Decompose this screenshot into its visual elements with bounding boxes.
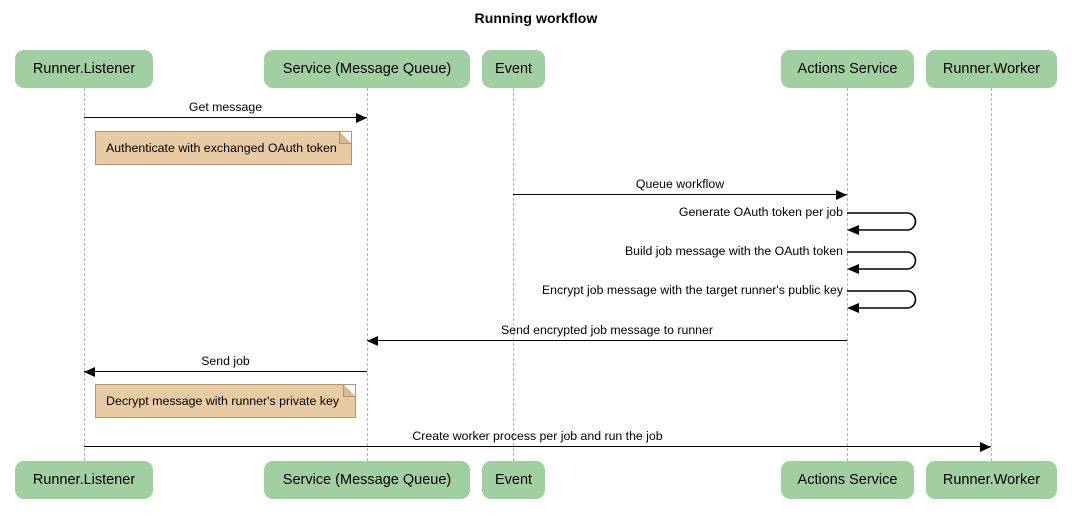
message-label-queue-workflow: Queue workflow <box>635 177 725 191</box>
participant-service-message-queue-top[interactable]: Service (Message Queue) <box>264 50 470 88</box>
note-fold-corner-icon <box>343 385 355 397</box>
participant-label: Service (Message Queue) <box>282 472 452 488</box>
note-fold-corner-icon <box>339 132 351 144</box>
participant-actions-service-bottom[interactable]: Actions Service <box>781 461 914 499</box>
message-label-generate-oauth-token-per-job: Generate OAuth token per job <box>678 205 843 219</box>
message-line-send-job[interactable] <box>84 371 367 372</box>
lifeline-service-message-queue <box>367 88 368 461</box>
arrowhead-create-worker-process-per-job-and-run-the-job <box>980 441 991 452</box>
arrowhead-get-message <box>356 112 367 123</box>
lifeline-event <box>513 88 514 461</box>
message-label-send-encrypted-job-message-to-runner: Send encrypted job message to runner <box>501 323 713 337</box>
participant-service-message-queue-bottom[interactable]: Service (Message Queue) <box>264 461 470 499</box>
message-line-get-message[interactable] <box>84 117 367 118</box>
arrowhead-queue-workflow <box>836 189 847 200</box>
participant-label: Actions Service <box>797 61 898 77</box>
participant-label: Event <box>494 61 533 77</box>
participant-runner-listener-bottom[interactable]: Runner.Listener <box>15 461 153 499</box>
message-label-create-worker-process-per-job-and-run-the-job: Create worker process per job and run th… <box>412 429 663 443</box>
message-label-encrypt-job-message-with-the-target-runners-public-key: Encrypt job message with the target runn… <box>541 283 843 297</box>
message-label-build-job-message-with-the-oauth-token: Build job message with the OAuth token <box>624 244 843 258</box>
participant-runner-worker-top[interactable]: Runner.Worker <box>926 50 1057 88</box>
participant-label: Event <box>494 472 533 488</box>
participant-label: Service (Message Queue) <box>282 61 452 77</box>
note-decrypt-message-with-runners-private-key[interactable]: Decrypt message with runner's private ke… <box>95 384 356 418</box>
lifeline-actions-service <box>847 88 848 461</box>
participant-label: Runner.Worker <box>942 61 1041 77</box>
participant-label: Runner.Listener <box>32 61 136 77</box>
note-text: Decrypt message with runner's private ke… <box>106 394 340 408</box>
participant-runner-listener-top[interactable]: Runner.Listener <box>15 50 153 88</box>
self-message-encrypt-job-message-with-the-target-runners-public-key[interactable] <box>847 290 919 319</box>
arrowhead-send-encrypted-job-message-to-runner <box>367 335 378 346</box>
arrowhead-send-job <box>84 366 95 377</box>
self-message-generate-oauth-token-per-job[interactable] <box>847 212 919 241</box>
message-line-queue-workflow[interactable] <box>513 194 847 195</box>
note-text: Authenticate with exchanged OAuth token <box>106 141 337 155</box>
participant-runner-worker-bottom[interactable]: Runner.Worker <box>926 461 1057 499</box>
participant-actions-service-top[interactable]: Actions Service <box>781 50 914 88</box>
lifeline-runner-listener <box>84 88 85 461</box>
message-line-create-worker-process-per-job-and-run-the-job[interactable] <box>84 446 991 447</box>
message-line-send-encrypted-job-message-to-runner[interactable] <box>367 340 847 341</box>
participant-event-top[interactable]: Event <box>482 50 545 88</box>
note-authenticate-with-exchanged-oauth-token[interactable]: Authenticate with exchanged OAuth token <box>95 131 352 165</box>
participant-label: Runner.Listener <box>32 472 136 488</box>
message-label-send-job: Send job <box>201 354 250 368</box>
participant-event-bottom[interactable]: Event <box>482 461 545 499</box>
page-title: Running workflow <box>474 10 598 26</box>
message-label-get-message: Get message <box>188 100 263 114</box>
self-message-build-job-message-with-the-oauth-token[interactable] <box>847 251 919 280</box>
participant-label: Runner.Worker <box>942 472 1041 488</box>
participant-label: Actions Service <box>797 472 898 488</box>
lifeline-runner-worker <box>991 88 992 461</box>
